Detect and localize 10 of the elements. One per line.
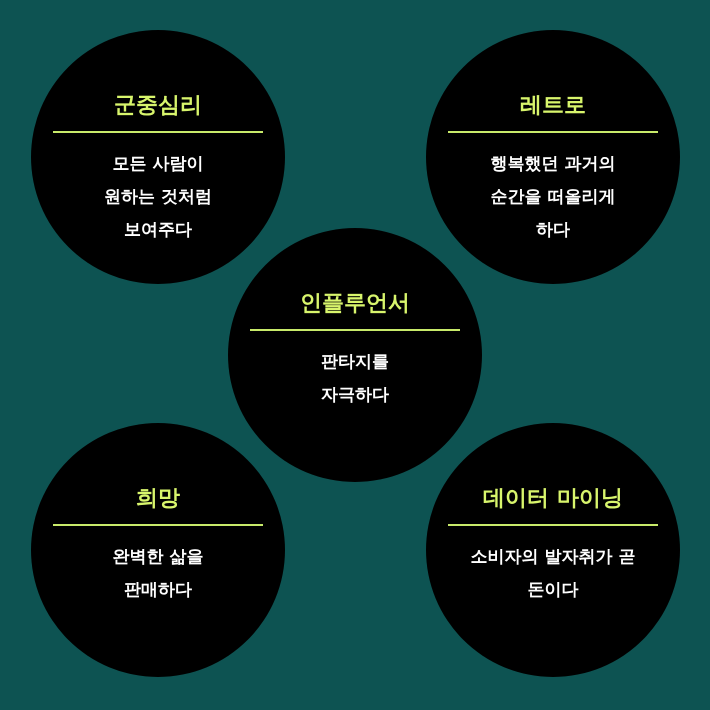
body-text: 행복했던 과거의 순간을 떠올리게 하다 — [490, 153, 616, 242]
body-text: 모든 사람이 원하는 것처럼 보여주다 — [103, 153, 213, 242]
heading: 데이터 마이닝 — [483, 486, 623, 511]
body-text: 소비자의 발자취가 곧 돈이다 — [470, 546, 636, 602]
heading: 레트로 — [520, 93, 586, 118]
heading: 군중심리 — [114, 93, 202, 118]
body-text: 완벽한 삶을 판매하다 — [112, 546, 204, 602]
heading: 희망 — [136, 486, 180, 511]
heading: 인플루언서 — [300, 291, 410, 316]
body-text: 판타지를 자극하다 — [320, 351, 390, 407]
